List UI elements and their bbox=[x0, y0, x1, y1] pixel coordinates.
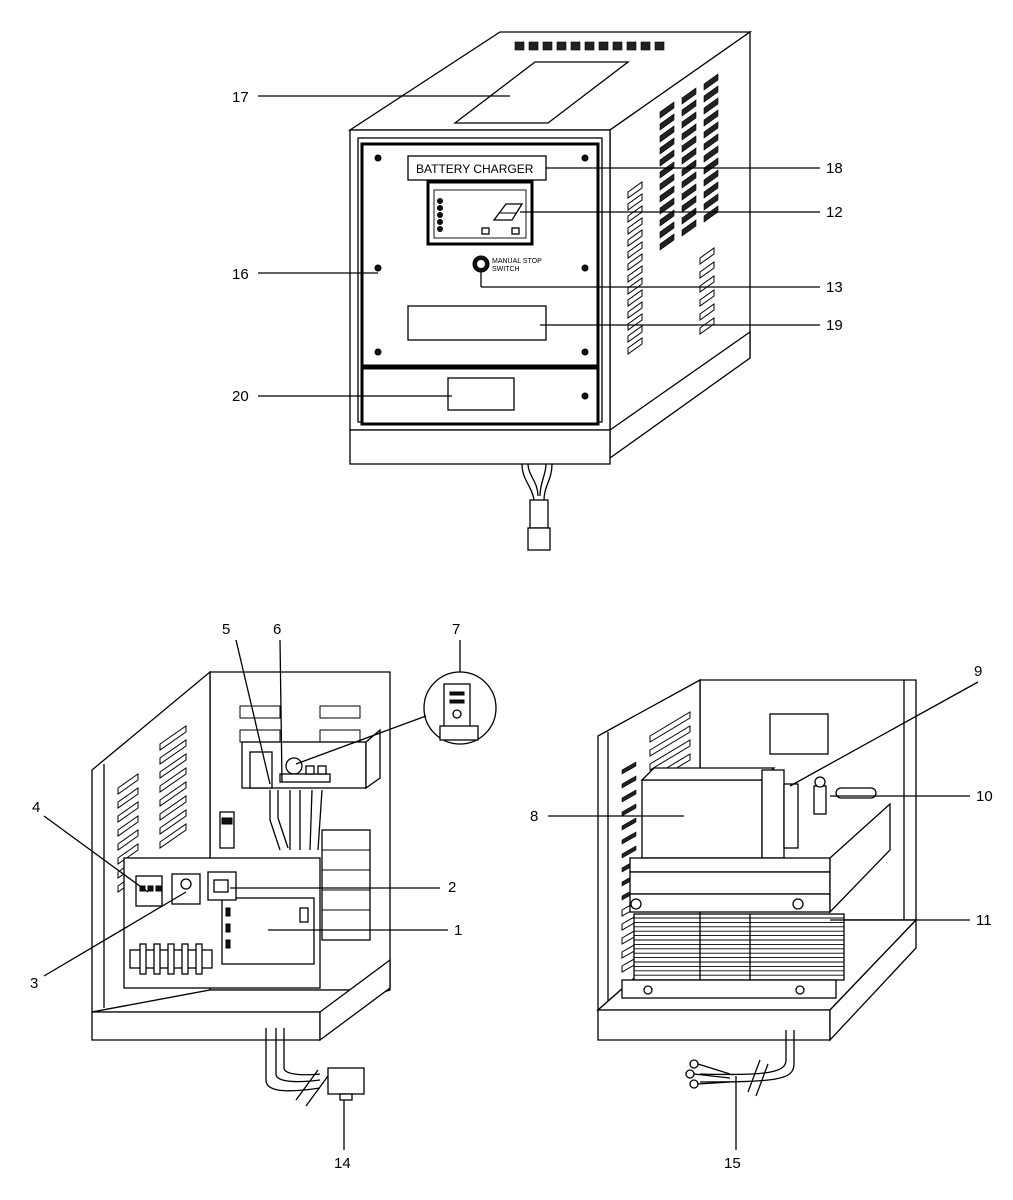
callout-17: 17 bbox=[232, 89, 249, 106]
callout-13: 13 bbox=[826, 279, 843, 296]
top-vent-slots bbox=[514, 41, 665, 51]
transformer-laminations-left bbox=[321, 829, 371, 941]
svg-text:SWITCH: SWITCH bbox=[492, 266, 520, 273]
callout-lines-bottom-left bbox=[43, 639, 461, 1150]
heat-sink-rails bbox=[629, 802, 891, 914]
wire-bundle bbox=[269, 789, 323, 851]
svg-text:MANUAL STOP: MANUAL STOP bbox=[492, 258, 542, 265]
callout-5: 5 bbox=[222, 621, 230, 638]
charge-indicator-display bbox=[426, 180, 534, 246]
charger-cabinet-closed: BATTERY CHARGER MANUAL STOP SWITCH bbox=[347, 30, 753, 551]
callout-2: 2 bbox=[448, 879, 456, 896]
callout-12: 12 bbox=[826, 204, 843, 221]
top-cover-plate bbox=[453, 61, 630, 124]
rear-mounting-plate bbox=[769, 713, 829, 755]
callout-15: 15 bbox=[724, 1155, 741, 1172]
callout-19: 19 bbox=[826, 317, 843, 334]
callout-10: 10 bbox=[976, 788, 993, 805]
lower-access-plate bbox=[447, 377, 515, 411]
callout-14: 14 bbox=[334, 1155, 351, 1172]
callout-labels: 17 18 12 16 13 19 20 5 6 7 4 2 1 3 14 9 … bbox=[30, 89, 993, 1172]
transformer-core-left bbox=[241, 728, 381, 790]
control-module bbox=[640, 767, 799, 859]
transformer-main bbox=[633, 913, 845, 981]
callout-3: 3 bbox=[30, 975, 38, 992]
manual-stop-switch: MANUAL STOP SWITCH bbox=[472, 255, 542, 273]
open-cabinet-right bbox=[596, 678, 918, 1097]
detail-inset-7 bbox=[295, 671, 497, 765]
rear-wall-slots bbox=[239, 705, 361, 743]
callout-lines-top bbox=[258, 95, 820, 397]
panel-screws bbox=[374, 154, 589, 400]
nameplate-text: BATTERY CHARGER bbox=[416, 162, 534, 176]
callout-6: 6 bbox=[273, 621, 281, 638]
callout-4: 4 bbox=[32, 799, 40, 816]
output-cable-open bbox=[265, 1028, 365, 1107]
pcb-board bbox=[221, 897, 315, 965]
callout-18: 18 bbox=[826, 160, 843, 177]
timer-module bbox=[207, 871, 237, 901]
left-wall-louvres bbox=[117, 725, 187, 893]
callout-11: 11 bbox=[976, 912, 992, 929]
ac-input-cable bbox=[685, 1030, 795, 1097]
open-cabinet-left bbox=[91, 670, 497, 1107]
relay bbox=[171, 873, 201, 905]
contactor bbox=[135, 875, 163, 907]
transformer-base-bracket bbox=[621, 979, 837, 999]
callout-1: 1 bbox=[454, 922, 462, 939]
callout-7: 7 bbox=[452, 621, 460, 638]
callout-9: 9 bbox=[974, 663, 982, 680]
output-cable-closed bbox=[521, 463, 553, 551]
callout-8: 8 bbox=[530, 808, 538, 825]
side-louvres bbox=[627, 73, 719, 355]
terminal-strip bbox=[129, 943, 213, 975]
callout-16: 16 bbox=[232, 266, 249, 283]
callout-lines-bottom-right bbox=[548, 681, 979, 1150]
callout-20: 20 bbox=[232, 388, 249, 405]
instruction-plate bbox=[407, 305, 547, 341]
fuse-holder bbox=[219, 811, 235, 849]
